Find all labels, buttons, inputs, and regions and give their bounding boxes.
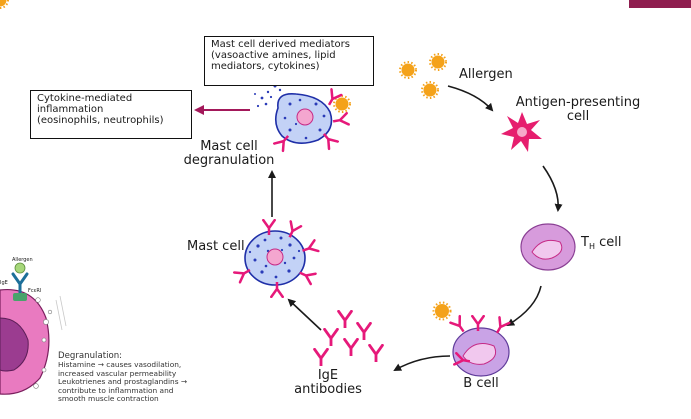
allergen-particles [0, 0, 447, 99]
b-cell [432, 301, 511, 377]
inset-allergen-label: Allergen [12, 257, 33, 263]
mast-cell-label: Mast cell [187, 239, 245, 254]
degranulation-label-line2: degranulation [184, 153, 275, 168]
apc-label-line2: cell [567, 109, 589, 124]
ige-label-line2: antibodies [294, 382, 362, 397]
cytokine-inflammation-box: Cytokine-mediated inflammation (eosinoph… [30, 90, 192, 139]
note-line: smooth muscle contraction [58, 394, 159, 404]
mediators-line: Mast cell derived mediators [211, 39, 350, 50]
inset-mast-cell-illustration [0, 262, 67, 395]
arrow-th-to-bcell [506, 285, 542, 327]
th-cell-label: TH cell [580, 235, 621, 251]
degranulating-mast-cell [254, 84, 351, 153]
degranulation-note: Degranulation: Histamine → causes vasodi… [58, 351, 220, 404]
apc-label-line1: Antigen-presenting [516, 95, 641, 110]
allergen-label: Allergen [459, 67, 513, 82]
ige-label-line1: IgE [318, 368, 338, 383]
arrow-bcell-to-ige [393, 355, 451, 371]
cytokine-line: (eosinophils, neutrophils) [37, 115, 164, 126]
inset-receptor-label: FcεRI [28, 288, 41, 294]
note-line: Histamine → causes vasodilation, [58, 360, 182, 369]
cycle-arrows [268, 85, 563, 371]
note-heading: Degranulation: [58, 351, 123, 361]
cytokine-line: inflammation [37, 104, 104, 115]
arrow-ige-to-mastcell [287, 298, 322, 331]
mediators-line: (vasoactive amines, lipid [211, 50, 336, 61]
mast-cell-mediators-box: Mast cell derived mediators (vasoactive … [204, 36, 374, 86]
ige-antibodies [313, 310, 384, 366]
degranulation-label-line1: Mast cell [200, 139, 258, 154]
cytokine-line: Cytokine-mediated [37, 93, 133, 104]
inset-ige-label: IgE [0, 280, 8, 286]
b-cell-label: B cell [463, 376, 498, 391]
mediators-line: mediators, cytokines) [211, 61, 320, 72]
note-line: Leukotrienes and prostaglandins → [58, 377, 188, 387]
note-line: contribute to inflammation and [58, 385, 174, 395]
note-line: increased vascular permeability [58, 368, 177, 378]
antigen-presenting-cell [501, 112, 542, 152]
header-accent-tab [629, 0, 691, 8]
th-cell [520, 223, 576, 271]
mast-cell [232, 219, 320, 298]
arrow-apc-to-th [542, 165, 563, 212]
arrow-allergen-to-apc [447, 85, 494, 112]
